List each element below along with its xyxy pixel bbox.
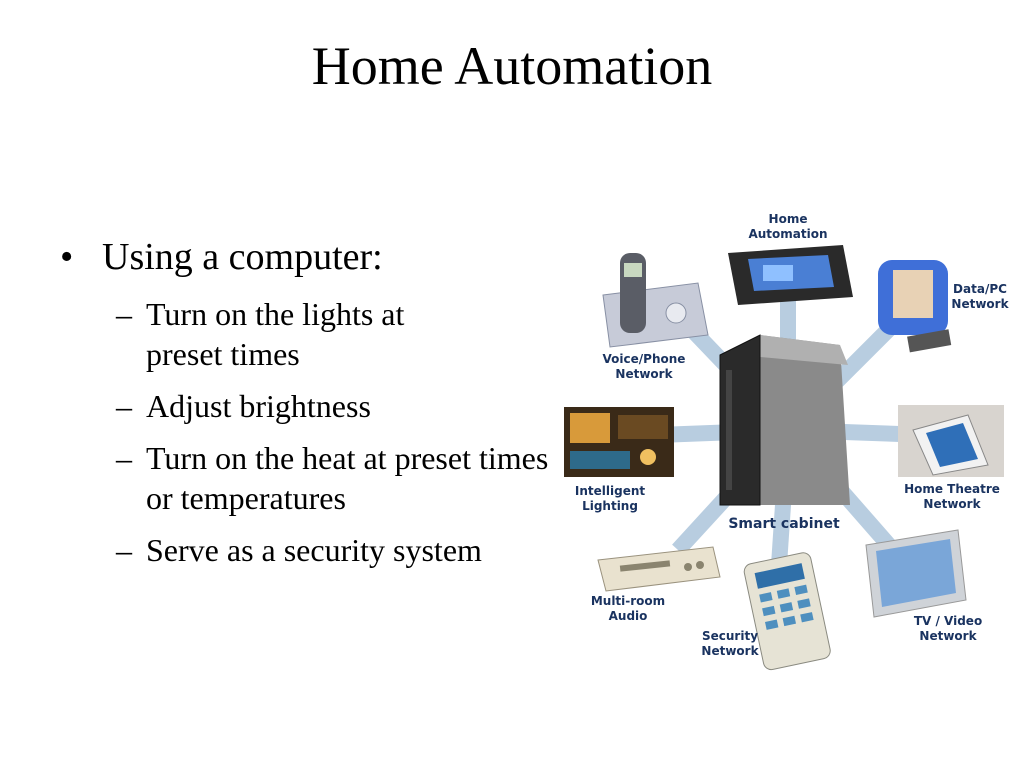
touch-panel-icon (728, 245, 853, 305)
smart-cabinet-icon (719, 334, 850, 506)
sub-bullet-text: Turn on the heat at preset times or temp… (146, 440, 549, 516)
node-label-line2: Network (951, 297, 1009, 311)
sub-bullet-security: – Serve as a security system (60, 530, 550, 570)
node-label-line2: Network (701, 644, 759, 658)
dash-icon: – (116, 388, 132, 424)
bullet-list: • Using a computer: – Turn on the lights… (60, 232, 560, 570)
node-label-line1: Home (769, 212, 808, 226)
lit-room-icon (564, 407, 674, 477)
security-keypad-icon (743, 552, 831, 671)
main-bullet: • Using a computer: (60, 232, 560, 282)
dash-icon: – (116, 440, 132, 476)
dash-icon: – (116, 532, 132, 568)
sub-bullet-text: Adjust brightness (146, 388, 371, 424)
node-label-line2: Audio (609, 609, 648, 623)
sub-bullet-heat: – Turn on the heat at preset times or te… (60, 438, 560, 518)
audio-receiver-icon (597, 546, 721, 592)
node-label-line2: Automation (748, 227, 827, 241)
desktop-computer-icon (878, 260, 952, 353)
main-bullet-text: Using a computer: (102, 236, 383, 278)
center-label: Smart cabinet (728, 516, 840, 532)
home-automation-diagram: Smart cabinet Home Automation Data/PC Ne… (548, 205, 1024, 680)
node-label-line1: Data/PC (953, 282, 1007, 296)
node-label-line1: Home Theatre (904, 482, 1000, 496)
diagram-svg: Smart cabinet Home Automation Data/PC Ne… (564, 212, 1010, 671)
sub-bullet-text: Serve as a security system (146, 532, 482, 568)
node-label-line2: Network (923, 497, 981, 511)
node-label-line1: Voice/Phone (603, 352, 686, 366)
sub-bullet-text: Turn on the lights at preset times (146, 296, 405, 372)
bullet-dot-icon: • (60, 236, 74, 278)
home-theatre-panel-icon (898, 405, 1004, 477)
node-label-line1: TV / Video (914, 614, 982, 628)
node-label-line2: Lighting (582, 499, 638, 513)
slide-title: Home Automation (311, 36, 713, 96)
node-label-line1: Intelligent (575, 484, 645, 498)
sub-bullet-lights: – Turn on the lights at preset times (60, 294, 560, 374)
dash-icon: – (116, 296, 132, 332)
node-label-line2: Network (615, 367, 673, 381)
node-label-line1: Security (702, 629, 758, 643)
flat-tv-icon (865, 529, 967, 618)
sub-bullet-brightness: – Adjust brightness (60, 386, 560, 426)
cordless-phone-icon (602, 253, 709, 348)
node-label-line2: Network (919, 629, 977, 643)
node-label-line1: Multi-room (591, 594, 665, 608)
